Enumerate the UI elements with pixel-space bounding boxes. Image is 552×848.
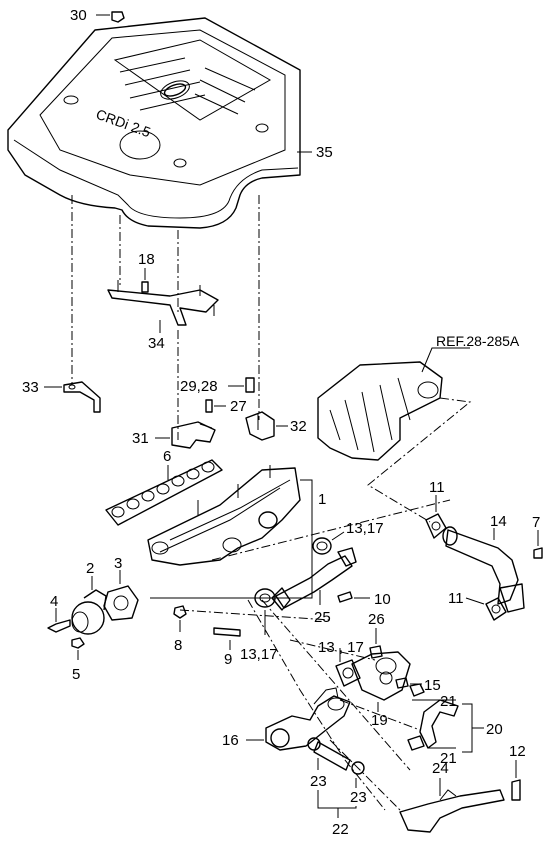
callout-13-17-a: 13,17 bbox=[346, 520, 384, 537]
part-23-hose-left: 23 bbox=[307, 737, 351, 790]
part-7-bolt: 7 bbox=[532, 514, 543, 559]
callout-23-b: 23 bbox=[350, 789, 367, 806]
part-10-bolt: 10 bbox=[337, 591, 391, 608]
cover-badge-text: CRDi 2.5 bbox=[94, 106, 153, 141]
callout-5: 5 bbox=[72, 666, 80, 683]
callout-29-28: 29,28 bbox=[180, 378, 218, 395]
part-26-nut: 26 bbox=[368, 611, 385, 659]
part-12-bolt: 12 bbox=[509, 743, 526, 801]
callout-21-b: 21 bbox=[440, 750, 457, 767]
callout-14: 14 bbox=[490, 513, 507, 530]
callout-9: 9 bbox=[224, 651, 232, 668]
part-29-28-bolt: 29,28 bbox=[180, 377, 255, 395]
callout-31: 31 bbox=[132, 430, 149, 447]
part-32-bracket: 32 bbox=[245, 411, 307, 441]
callout-33: 33 bbox=[22, 379, 39, 396]
callout-34: 34 bbox=[148, 335, 165, 352]
callout-6: 6 bbox=[163, 448, 171, 465]
part-23-hose-right: 23 bbox=[350, 761, 367, 806]
callout-4: 4 bbox=[50, 593, 58, 610]
callout-19: 19 bbox=[371, 712, 388, 729]
part-13-17-gasket-lower: 13 , 17 bbox=[318, 639, 364, 687]
part-21-hose: 21 21 20 bbox=[407, 683, 503, 767]
callout-15: 15 bbox=[424, 677, 441, 694]
part-6-gasket: 6 bbox=[105, 448, 223, 526]
guide-lines bbox=[71, 195, 472, 811]
engine-cover: CRDi 2.5 35 bbox=[7, 17, 333, 229]
callout-12: 12 bbox=[509, 743, 526, 760]
part-30-nut: 30 bbox=[70, 7, 125, 24]
callout-23-a: 23 bbox=[310, 773, 327, 790]
part-1-exhaust-manifold: 1 bbox=[147, 465, 326, 599]
part-31-bracket: 31 bbox=[132, 421, 216, 449]
callout-7: 7 bbox=[532, 514, 540, 531]
callout-25: 25 bbox=[314, 609, 331, 626]
callout-ref: REF.28-285A bbox=[436, 333, 520, 349]
part-9-stud: 9 bbox=[213, 627, 241, 668]
part-18-bolt: 18 bbox=[138, 251, 155, 293]
part-16-housing: 16 bbox=[222, 687, 351, 751]
ref-manifold: REF.28-285A bbox=[317, 333, 520, 461]
callout-10: 10 bbox=[374, 591, 391, 608]
callout-20: 20 bbox=[486, 721, 503, 738]
callout-24: 24 bbox=[432, 760, 449, 777]
part-19-valve: 19 bbox=[351, 651, 411, 729]
callout-35: 35 bbox=[316, 144, 333, 161]
part-11-gasket-lower: 11 bbox=[448, 590, 507, 621]
part-3-gasket: 3 bbox=[103, 555, 139, 621]
callout-11-a: 11 bbox=[429, 479, 445, 496]
part-22-callout: 22 bbox=[317, 790, 357, 838]
callout-16: 16 bbox=[222, 732, 239, 749]
part-13-17-gasket-left: 13,17 bbox=[240, 588, 278, 663]
part-25-pipe: 25 bbox=[271, 547, 357, 626]
part-5-nut: 5 bbox=[71, 637, 85, 683]
part-14-pipe: 14 bbox=[442, 513, 525, 613]
part-27-bolt: 27 bbox=[205, 398, 247, 415]
part-34-bracket: 34 bbox=[107, 280, 219, 352]
callout-13-17-c: 13 , 17 bbox=[318, 639, 364, 656]
callout-32: 32 bbox=[290, 418, 307, 435]
callout-8: 8 bbox=[174, 637, 182, 654]
part-33-bracket: 33 bbox=[22, 379, 101, 413]
part-11-gasket-upper: 11 bbox=[425, 479, 447, 539]
callout-22: 22 bbox=[332, 821, 349, 838]
part-8-nut: 8 bbox=[173, 605, 187, 654]
callout-3: 3 bbox=[114, 555, 122, 572]
part-4-bolt: 4 bbox=[47, 593, 71, 633]
callout-26: 26 bbox=[368, 611, 385, 628]
part-24-pipe: 24 bbox=[399, 760, 505, 833]
callout-11-b: 11 bbox=[448, 590, 464, 607]
callout-21-a: 21 bbox=[440, 693, 457, 710]
part-2-actuator: 2 bbox=[71, 560, 107, 635]
callout-27: 27 bbox=[230, 398, 247, 415]
callout-1: 1 bbox=[318, 491, 326, 508]
callout-18: 18 bbox=[138, 251, 155, 268]
part-13-17-gasket-upper: 13,17 bbox=[312, 520, 384, 555]
callout-13-17-b: 13,17 bbox=[240, 646, 278, 663]
callout-2: 2 bbox=[86, 560, 94, 577]
callout-30: 30 bbox=[70, 7, 87, 24]
